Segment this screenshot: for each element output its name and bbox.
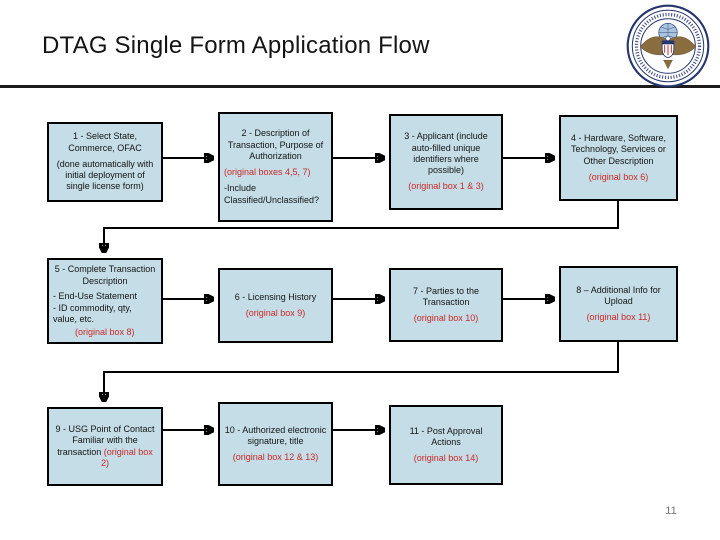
box4-original-ref: (original box 6) [588,171,649,182]
flow-box-6: 6 - Licensing History (original box 9) [218,268,333,343]
box8-original-ref: (original box 11) [586,312,651,323]
connector-4-5 [104,201,619,251]
box5-item-1: - End-Use Statement [53,290,138,301]
flow-box-1: 1 - Select State, Commerce, OFAC (done a… [47,122,163,202]
flow-box-3: 3 - Applicant (include auto-filled uniqu… [389,114,503,210]
box1-text: 1 - Select State, Commerce, OFAC [68,131,142,153]
box11-original-ref: (original box 14) [413,453,479,464]
box11-text: 11 - Post Approval Actions [409,425,483,447]
flow-box-11: 11 - Post Approval Actions (original box… [389,405,503,485]
title-underline [0,85,720,88]
flow-box-10: 10 - Authorized electronic signature, ti… [218,402,333,486]
box2-text: 2 - Description of Transaction, Purpose … [227,128,324,161]
box9-text-black: 9 - USG Point of Contact Familiar with t… [55,424,155,457]
box3-original-ref: (original box 1 & 3) [408,181,484,192]
box6-original-ref: (original box 9) [245,308,306,318]
box7-original-ref: (original box 10) [413,313,479,324]
slide-page-number: 11 [665,505,677,517]
box1-note: (done automatically with initial deploym… [56,158,154,192]
flow-box-8: 8 – Additional Info for Upload (original… [559,266,678,342]
flow-box-7: 7 - Parties to the Transaction (original… [389,268,503,342]
box9-text: 9 - USG Point of Contact Familiar with t… [53,424,157,469]
box2-original-ref: (original boxes 4,5, 7) [224,167,311,177]
box3-text: 3 - Applicant (include auto-filled uniqu… [404,131,488,176]
box9-original-ref: (original box 2) [100,446,153,468]
box10-original-ref: (original box 12 & 13) [232,452,319,463]
flow-box-2: 2 - Description of Transaction, Purpose … [218,112,333,222]
box6-text: 6 - Licensing History [234,291,317,302]
box4-text: 4 - Hardware, Software, Technology, Serv… [570,133,667,166]
box10-text: 10 - Authorized electronic signature, ti… [224,424,327,446]
box7-text: 7 - Parties to the Transaction [412,285,480,307]
department-of-state-seal-icon [626,4,710,88]
connector-8-9 [104,342,619,400]
flow-box-4: 4 - Hardware, Software, Technology, Serv… [559,115,678,201]
flow-box-5: 5 - Complete Transaction Description - E… [47,258,163,344]
page-title: DTAG Single Form Application Flow [42,32,430,59]
box2-note: -Include Classified/Unclassified? [224,183,320,205]
box5-item-2: - ID commodity, qty, value, etc. [53,303,132,325]
flow-box-9: 9 - USG Point of Contact Familiar with t… [47,407,163,486]
box5-text: 5 - Complete Transaction Description [54,264,156,286]
box5-original-ref: (original box 8) [75,326,135,337]
box8-text: 8 – Additional Info for Upload [576,284,661,306]
